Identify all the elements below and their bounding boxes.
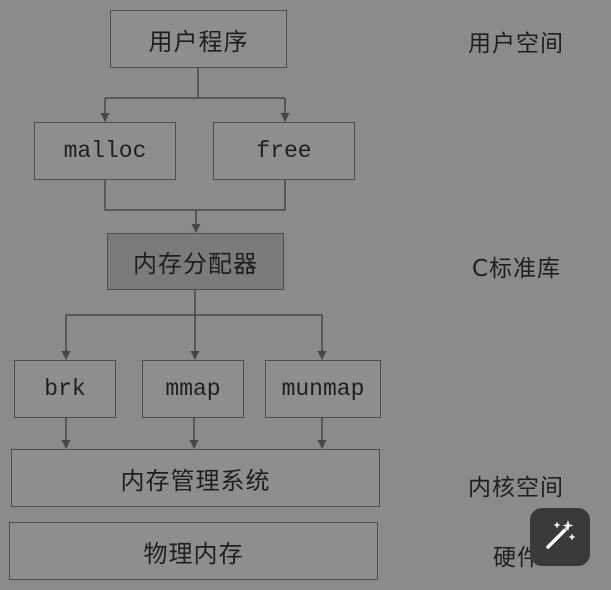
user-space-label: 用户空间	[468, 31, 564, 57]
malloc-box: malloc	[34, 122, 176, 180]
kernel-space-label: 内核空间	[468, 475, 564, 501]
magic-wand-icon	[543, 518, 577, 556]
memory-allocator-box: 内存分配器	[107, 233, 284, 290]
c-library-label: C标准库	[472, 256, 562, 282]
brk-box: brk	[14, 360, 116, 418]
magic-wand-button[interactable]	[530, 508, 590, 566]
munmap-box: munmap	[265, 360, 381, 418]
free-box: free	[213, 122, 355, 180]
connector-malloc-free-merge	[104, 180, 286, 211]
connector-user-program-split	[105, 68, 285, 99]
user-program-box: 用户程序	[110, 10, 287, 68]
physical-memory-box: 物理内存	[9, 522, 378, 580]
memory-management-box: 内存管理系统	[11, 449, 380, 507]
mmap-box: mmap	[142, 360, 244, 418]
